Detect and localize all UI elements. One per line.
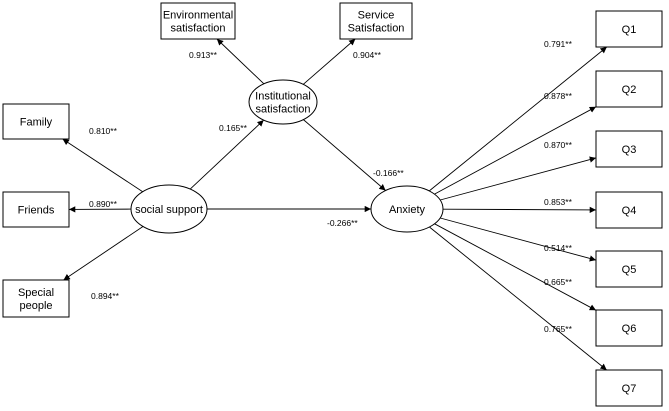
node-family: Family (2, 103, 70, 140)
node-social: social support (130, 184, 208, 234)
node-q6: Q6 (595, 309, 663, 347)
coefficient-anxiety-to-q4: 0.853** (544, 197, 573, 207)
node-service-box (339, 2, 413, 40)
node-family-box (2, 103, 70, 140)
node-q5-label-0: Q5 (622, 264, 637, 276)
node-service-label-0: Service (358, 10, 395, 22)
node-q7-label-0: Q7 (622, 383, 637, 395)
node-q5: Q5 (595, 250, 663, 288)
node-friends-label-0: Friends (18, 205, 55, 217)
edge-social-to-institutional (189, 119, 265, 190)
node-anxiety: Anxiety (370, 185, 444, 233)
node-anxiety-ellipse (370, 185, 444, 233)
node-q6-label-0: Q6 (622, 323, 637, 335)
coefficient-anxiety-to-q6: 0.665** (544, 277, 573, 287)
edges-layer (62, 38, 608, 371)
node-environmental-label-0: Environmental (163, 10, 233, 22)
nodes-layer: EnvironmentalsatisfactionServiceSatisfac… (2, 2, 663, 407)
coefficient-social-to-institutional: 0.165** (219, 123, 248, 133)
edge-anxiety-to-q6 (434, 223, 597, 311)
coefficient-anxiety-to-q5: 0.514** (544, 243, 573, 253)
node-q5-box (595, 250, 663, 288)
node-environmental-label-1: satisfaction (170, 23, 225, 35)
node-q4-box (595, 191, 663, 229)
coefficient-anxiety-to-q2: 0.878** (544, 91, 573, 101)
node-service-label-1: Satisfaction (348, 23, 405, 35)
coefficient-social-to-anxiety: -0.266** (327, 218, 358, 228)
node-q6-box (595, 309, 663, 347)
node-q3-label-0: Q3 (622, 144, 637, 156)
edge-institutional-to-service (303, 38, 356, 85)
node-friends: Friends (2, 191, 70, 228)
node-social-ellipse (130, 184, 208, 234)
node-q3-box (595, 130, 663, 168)
coefficient-anxiety-to-q1: 0.791** (544, 39, 573, 49)
edge-anxiety-to-q7 (429, 226, 607, 371)
node-social-label-0: social support (135, 204, 203, 216)
coefficient-social-to-friends: 0.890** (89, 199, 118, 209)
node-q2: Q2 (595, 70, 663, 108)
node-special-label-0: Special (18, 287, 54, 299)
edge-social-to-family (62, 138, 143, 193)
node-q7: Q7 (595, 369, 663, 407)
node-institutional-ellipse (248, 79, 318, 125)
node-family-label-0: Family (20, 117, 53, 129)
labels-layer: 0.913** 0.904** 0.165** -0.166** 0.810** 0.89… (89, 39, 573, 334)
node-special-label-1: people (19, 300, 52, 312)
node-institutional-label-0: Institutional (255, 91, 311, 103)
edge-anxiety-to-q3 (440, 156, 597, 201)
coefficient-institutional-to-environmental: 0.913** (189, 50, 218, 60)
edge-institutional-to-anxiety (303, 119, 386, 191)
node-q4-label-0: Q4 (622, 205, 637, 217)
coefficient-anxiety-to-q3: 0.870** (544, 140, 573, 150)
coefficient-social-to-special: 0.894** (91, 291, 120, 301)
coefficient-institutional-to-service: 0.904** (353, 50, 382, 60)
node-q1-box (595, 10, 663, 48)
node-q2-box (595, 70, 663, 108)
edge-anxiety-to-q2 (434, 106, 597, 195)
edge-anxiety-to-q5 (440, 217, 597, 262)
node-q2-label-0: Q2 (622, 84, 637, 96)
node-environmental-box (160, 2, 236, 40)
edge-anxiety-to-q4 (442, 206, 597, 214)
node-friends-box (2, 191, 70, 228)
edge-institutional-to-environmental (216, 38, 265, 85)
node-institutional-label-1: satisfaction (255, 104, 310, 116)
edge-social-to-special (63, 226, 144, 281)
coefficient-anxiety-to-q7: 0.765** (544, 324, 573, 334)
node-q7-box (595, 369, 663, 407)
coefficient-institutional-to-anxiety: -0.166** (373, 168, 404, 178)
coefficient-social-to-family: 0.810** (89, 126, 118, 136)
node-q1-label-0: Q1 (622, 24, 637, 36)
node-anxiety-label-0: Anxiety (389, 204, 426, 216)
node-q3: Q3 (595, 130, 663, 168)
edge-anxiety-to-q1 (429, 46, 608, 192)
node-q1: Q1 (595, 10, 663, 48)
node-special-box (2, 279, 70, 318)
node-q4: Q4 (595, 191, 663, 229)
